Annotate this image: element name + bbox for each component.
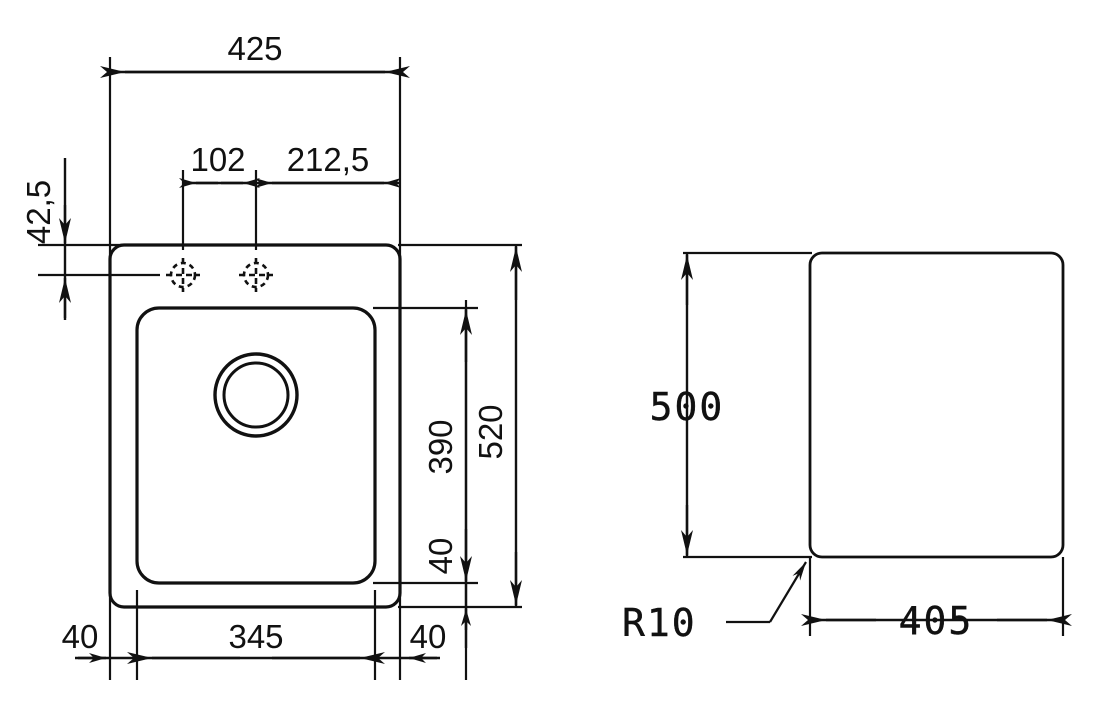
dimension-42-5-label: 42,5 (20, 180, 57, 244)
tap-hole-left (166, 258, 200, 292)
dimension-390: 390 (422, 308, 472, 583)
dimension-520: 520 (472, 245, 522, 607)
dimension-40-bottom-gap-label: 40 (422, 538, 459, 575)
dimension-102: 102 (179, 141, 260, 188)
dimension-212-5-label: 212,5 (287, 141, 370, 178)
waste-outlet-outer-icon (213, 352, 299, 438)
dimension-r10-label: R10 (622, 601, 697, 645)
bowl-outline (135, 306, 377, 585)
dimension-102-label: 102 (190, 141, 245, 178)
dimension-42-5: 42,5 (20, 158, 71, 320)
dimension-212-5: 212,5 (255, 141, 401, 188)
dimension-40-left-label: 40 (62, 618, 99, 655)
dimension-405: 405 (801, 599, 1072, 643)
dimension-40-bottom-gap: 40 (422, 538, 471, 648)
side-body-outline (808, 251, 1065, 559)
dimension-500: 500 (649, 253, 725, 557)
waste-outlet-inner-icon (222, 361, 290, 429)
radius-leader: R10 (622, 561, 807, 645)
tap-hole-right (239, 258, 273, 292)
dimension-390-label: 390 (422, 419, 459, 474)
dimension-425: 425 (100, 30, 410, 78)
dimension-40-right-label: 40 (410, 618, 447, 655)
dimension-345-label: 345 (228, 618, 283, 655)
dimension-520-label: 520 (472, 404, 509, 459)
dimension-425-label: 425 (227, 30, 282, 67)
dimension-500-label: 500 (650, 385, 725, 429)
dimension-405-label: 405 (899, 599, 974, 643)
dimension-chain-bottom: 40 345 40 (62, 618, 447, 664)
